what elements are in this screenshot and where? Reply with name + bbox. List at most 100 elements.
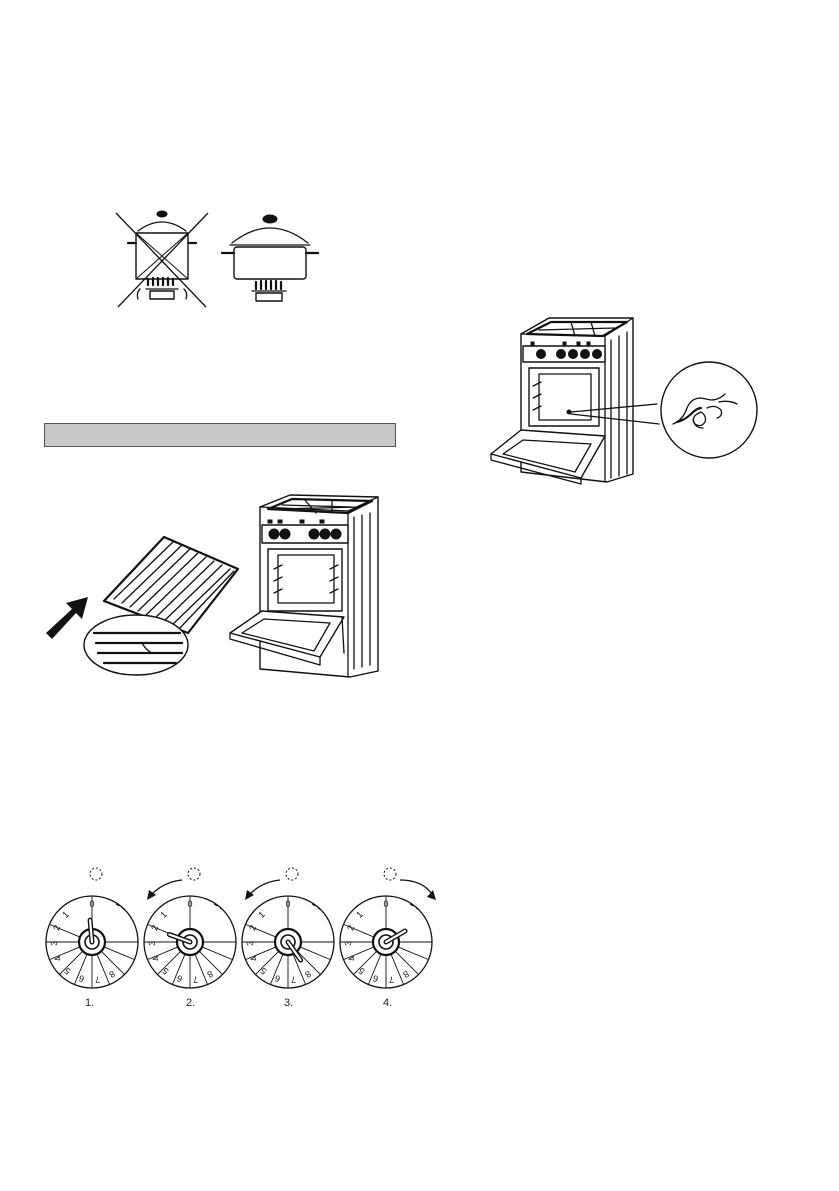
- dial-scale-mark: 3: [343, 941, 353, 946]
- ignition-spark-icon: [89, 867, 103, 881]
- dial-scale-mark: 7: [192, 974, 198, 985]
- arrowhead-icon: [245, 890, 254, 900]
- dial-sector-line: [343, 946, 376, 961]
- oven-image: [490, 317, 634, 485]
- dial-sector-line: [198, 950, 223, 975]
- dial-scale-mark: 8: [107, 969, 117, 980]
- dial-sector-line: [343, 923, 376, 938]
- dial-scale-mark: 5: [62, 966, 72, 977]
- dial-scale-mark: 7: [388, 974, 394, 985]
- dial-sector-line: [245, 923, 278, 938]
- dial-scale-mark: 3: [49, 941, 59, 946]
- grid-shelf-image: [102, 535, 240, 635]
- rotate-left-arrow-icon: [249, 879, 281, 895]
- dial-scale-mark: 6: [176, 973, 184, 984]
- knob-pointer-highlight: [168, 933, 192, 944]
- dial-scale-mark: 1: [60, 909, 71, 920]
- dial-scale-mark: 5: [160, 966, 170, 977]
- grid-shelf-insertion-illustration: [42, 493, 382, 678]
- dial-sector-line: [390, 952, 405, 985]
- flame-mark-icon: [409, 903, 420, 911]
- dial-sector-line: [100, 950, 125, 975]
- dial-step-label-3: 3.: [284, 997, 294, 1009]
- knob-pointer-highlight: [384, 929, 407, 944]
- dial-scale-mark: 7: [94, 974, 100, 985]
- dial-scale-mark: 3: [147, 941, 157, 946]
- dial-scale-mark: 0: [187, 899, 192, 909]
- dial-sector-line: [298, 946, 331, 961]
- dial-sector-line: [367, 952, 382, 985]
- dial-step-label-4: 4.: [383, 997, 393, 1009]
- dial-sector-line: [245, 946, 278, 961]
- knob-pointer-highlight: [286, 940, 302, 962]
- dial-sector-line: [49, 946, 82, 961]
- dial-step-label-2: 2.: [186, 997, 196, 1009]
- dial-scale-mark: 4: [346, 954, 357, 963]
- shelf-detail-magnifier: [83, 614, 189, 676]
- dial-scale-mark: 3: [245, 941, 255, 946]
- dial-sector-line: [102, 946, 135, 961]
- dial-scale-mark: 1: [158, 909, 169, 920]
- dial-sector-line: [396, 946, 429, 961]
- dial-scale-mark: 2: [345, 924, 356, 932]
- ignition-spark-icon: [383, 867, 397, 881]
- dial-sector-line: [194, 952, 209, 985]
- dial-scale-mark: 8: [401, 969, 411, 980]
- dial-sector-line: [96, 952, 111, 985]
- dial-sector-line: [292, 952, 307, 985]
- dial-scale-mark: 2: [247, 924, 258, 932]
- dial-sector-line: [296, 950, 321, 975]
- dial-scale-mark: 7: [290, 974, 296, 985]
- cross-icon: [115, 212, 209, 308]
- dial-scale-mark: 5: [356, 966, 366, 977]
- oven-open-door-image: [229, 494, 379, 678]
- dial-scale-mark: 1: [354, 909, 365, 920]
- dial-sector-line: [59, 950, 84, 975]
- dial-scale-mark: 4: [150, 954, 161, 963]
- dial-sector-line: [171, 952, 186, 985]
- correct-pot-image: [220, 214, 320, 302]
- dial-scale-mark: 2: [51, 924, 62, 932]
- ignition-spark-icon: [187, 867, 201, 881]
- dial-scale-mark: 4: [52, 954, 63, 963]
- section-header-bar: [44, 423, 396, 447]
- oven-lamp-illustration: [487, 312, 758, 492]
- insert-arrow-icon: [46, 597, 88, 639]
- knob-pointer-highlight: [88, 918, 94, 944]
- dial-scale-mark: 8: [303, 969, 313, 980]
- dial-scale-mark: 0: [285, 899, 290, 909]
- dial-scale-mark: 0: [383, 899, 388, 909]
- arrowhead-icon: [427, 890, 436, 900]
- dial-scale-mark: 4: [248, 954, 259, 963]
- dial-sector-line: [255, 950, 280, 975]
- rotate-left-arrow-icon: [151, 879, 183, 895]
- dial-scale-mark: 6: [274, 973, 282, 984]
- dial-scale-mark: 1: [256, 909, 267, 920]
- dial-scale-mark: 0: [89, 899, 94, 909]
- dial-scale-mark: 6: [78, 973, 86, 984]
- lamp-detail-magnifier: [660, 361, 758, 459]
- flame-mark-icon: [115, 903, 126, 911]
- dial-sector-line: [73, 952, 88, 985]
- flame-mark-icon: [311, 903, 322, 911]
- dial-sector-line: [157, 950, 182, 975]
- flame-mark-icon: [213, 903, 224, 911]
- rotate-right-arrow-icon: [399, 879, 433, 895]
- dial-sector-line: [353, 950, 378, 975]
- ignition-spark-icon: [285, 867, 299, 881]
- arrowhead-icon: [147, 890, 156, 900]
- pot-size-illustration: [110, 205, 335, 315]
- dial-step-label-1: 1.: [85, 997, 95, 1009]
- dial-sector-line: [269, 952, 284, 985]
- dial-scale-mark: 5: [258, 966, 268, 977]
- dial-scale-mark: 6: [372, 973, 380, 984]
- dial-scale-mark: 8: [205, 969, 215, 980]
- dial-scale-mark: 2: [149, 924, 160, 932]
- dial-sector-line: [49, 923, 82, 938]
- dial-sector-line: [394, 950, 419, 975]
